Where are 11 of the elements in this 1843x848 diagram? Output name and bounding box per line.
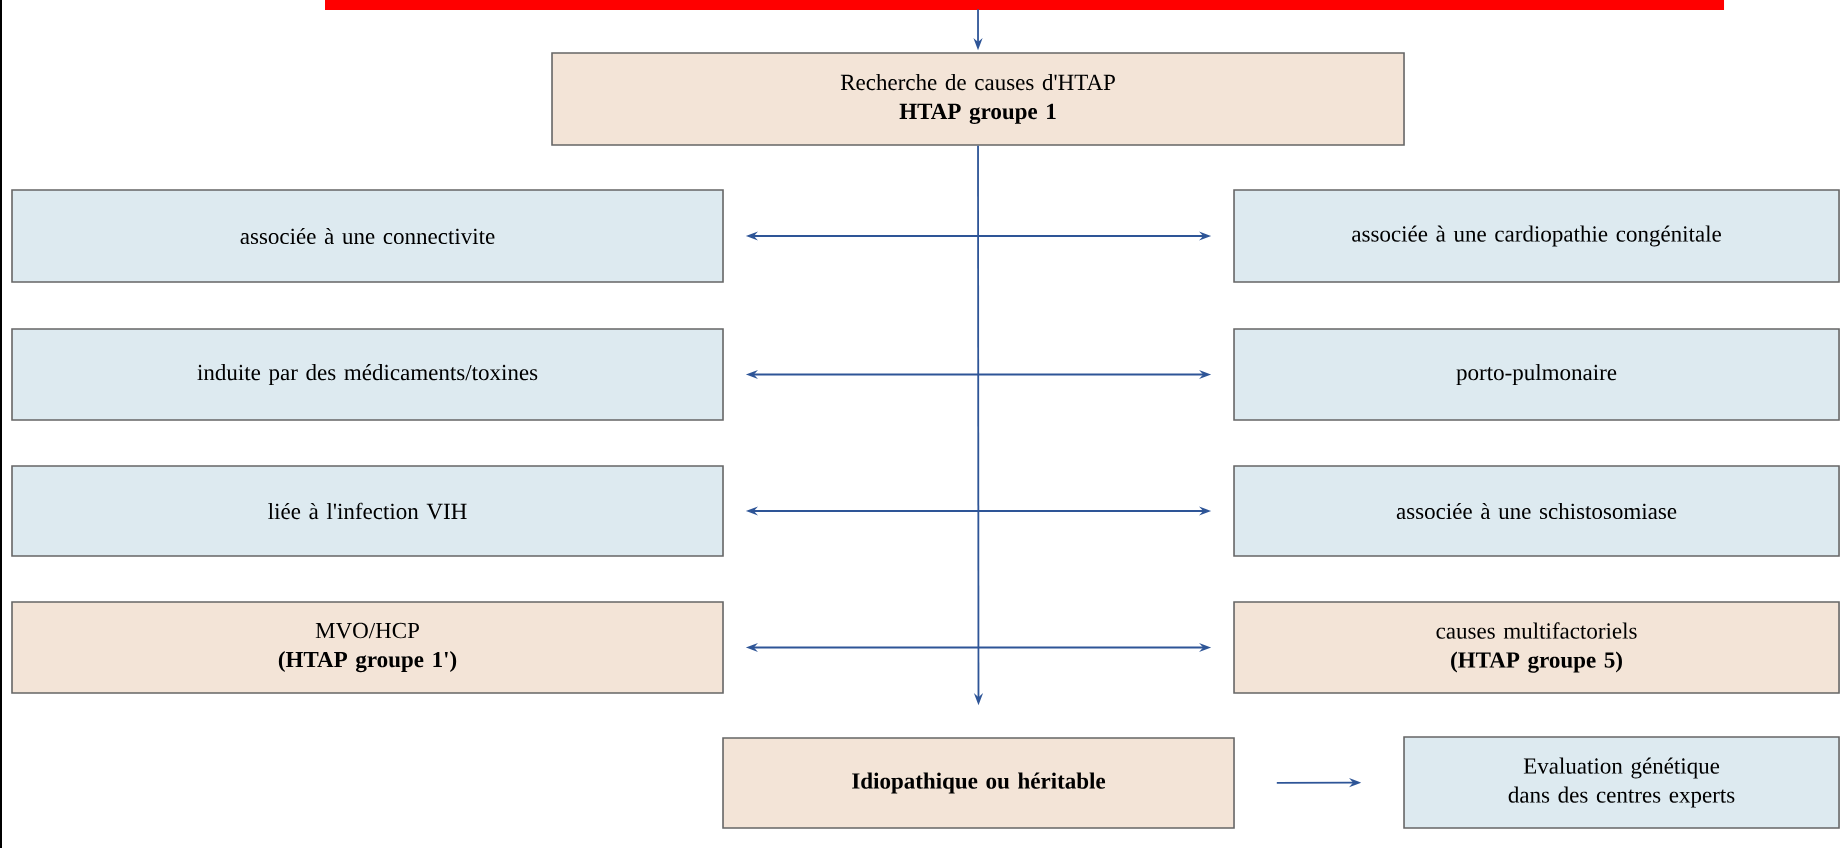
process-box: associée à une cardiopathie congénitale: [1233, 189, 1840, 283]
process-box: Evaluation génétique dans des centres experts: [1403, 736, 1840, 829]
process-box: associée à une schistosomiase: [1233, 465, 1840, 557]
process-box: MVO/HCP (HTAP groupe 1'): [11, 601, 724, 694]
process-box: porto-pulmonaire: [1233, 328, 1840, 421]
process-box: Idiopathique ou héritable: [722, 737, 1235, 829]
process-box: induite par des médicaments/toxines: [11, 328, 724, 421]
process-box: associée à une connectivite: [11, 189, 724, 283]
process-box: Recherche de causes d'HTAP HTAP groupe 1: [551, 52, 1405, 146]
process-box: causes multifactoriels (HTAP groupe 5): [1233, 601, 1840, 694]
process-box: liée à l'infection VIH: [11, 465, 724, 557]
